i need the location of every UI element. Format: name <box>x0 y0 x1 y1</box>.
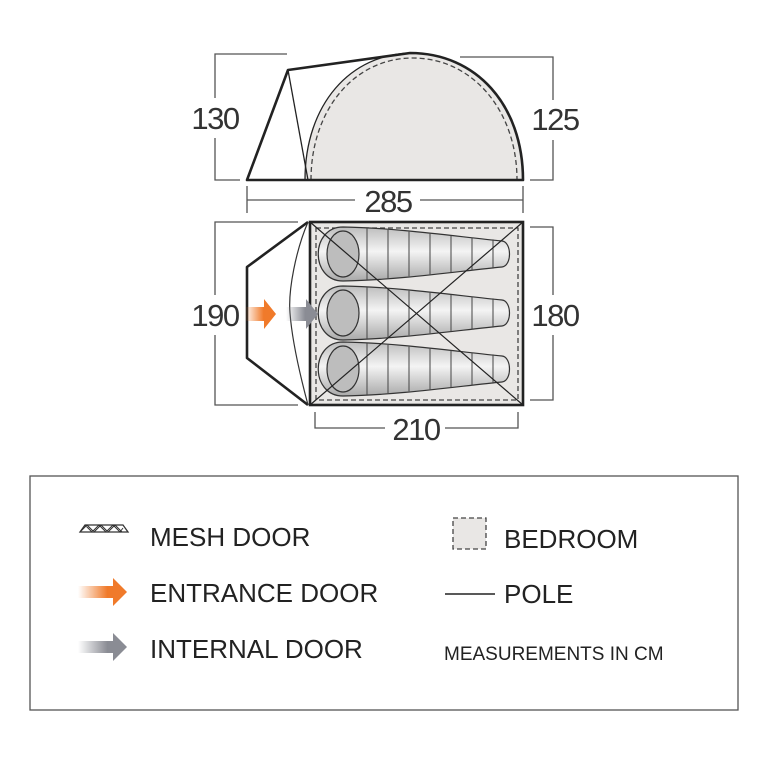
internal-door-arrow-icon <box>286 299 318 329</box>
dimension-total-length: 285 <box>246 184 524 219</box>
bedroom-outline <box>315 227 519 401</box>
dimension-total-width: 190 <box>191 221 298 406</box>
mesh-door-icon <box>78 524 130 533</box>
entrance-door-arrow-icon <box>245 299 276 329</box>
dimension-rear-height: 125 <box>460 56 580 181</box>
svg-text:180: 180 <box>531 298 579 333</box>
legend-pole: POLE <box>504 579 573 609</box>
sleeping-bag-icon <box>317 285 511 341</box>
measurements-note: MEASUREMENTS IN CM <box>444 644 664 665</box>
dimension-bedroom-length: 210 <box>314 412 519 447</box>
dimension-front-height: 130 <box>191 53 287 181</box>
svg-text:125: 125 <box>531 102 578 137</box>
svg-text:285: 285 <box>364 184 411 219</box>
legend-bedroom: BEDROOM <box>504 524 638 554</box>
legend-entrance-door: ENTRANCE DOOR <box>150 578 378 608</box>
svg-text:210: 210 <box>392 412 440 447</box>
legend: MESH DOOR ENTRANCE DOOR INTERNAL DOOR BE… <box>29 475 739 711</box>
sleeping-bag-icon <box>317 341 511 397</box>
legend-internal-door: INTERNAL DOOR <box>150 634 363 664</box>
pole <box>309 221 524 406</box>
svg-text:190: 190 <box>191 298 239 333</box>
bedroom-icon <box>452 517 487 550</box>
internal-door-icon <box>78 633 127 661</box>
legend-mesh-door: MESH DOOR <box>150 522 310 552</box>
svg-text:130: 130 <box>191 101 239 136</box>
floor-plan <box>245 220 525 407</box>
entrance-door-icon <box>78 578 127 606</box>
dimension-bedroom-width: 180 <box>530 226 581 401</box>
side-view <box>245 51 525 182</box>
